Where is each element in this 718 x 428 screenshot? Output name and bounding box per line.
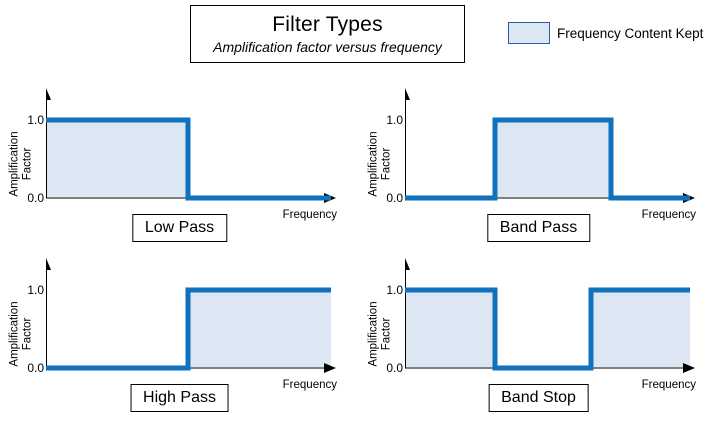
filter-response-plot-band-stop — [405, 258, 695, 373]
passband-fill — [46, 120, 188, 198]
y-tick-low: 0.0 — [386, 361, 403, 375]
passband-fill-high — [591, 290, 690, 368]
y-tick-low: 0.0 — [27, 191, 44, 205]
response-curve — [405, 117, 690, 201]
legend-label: Frequency Content Kept — [557, 25, 704, 41]
y-tick-high: 1.0 — [386, 283, 403, 297]
passband-fill — [188, 290, 331, 368]
x-axis-label: Frequency — [641, 209, 696, 221]
plot-area-band-pass — [405, 88, 695, 218]
passband-fill-low — [405, 290, 495, 368]
chart-title-band-pass: Band Pass — [486, 214, 591, 242]
chart-panel-high-pass: Amplification Factor 1.0 0.0 Frequency H… — [0, 258, 359, 428]
response-curve — [46, 117, 331, 201]
y-axis-arrow-icon — [46, 88, 51, 100]
chart-title-band-stop: Band Stop — [488, 384, 589, 412]
y-tick-low: 0.0 — [386, 191, 403, 205]
x-axis-label: Frequency — [282, 209, 337, 221]
y-tick-low: 0.0 — [27, 361, 44, 375]
y-axis-arrow-icon — [46, 258, 51, 270]
x-axis-arrow-icon — [683, 363, 695, 373]
y-tick-high: 1.0 — [27, 283, 44, 297]
legend: Frequency Content Kept — [508, 22, 703, 44]
x-axis-label: Frequency — [282, 379, 337, 391]
chart-panel-band-pass: Amplification Factor 1.0 0.0 Frequency B… — [359, 88, 718, 258]
y-axis-ticks: 1.0 0.0 — [371, 88, 403, 218]
y-axis-ticks: 1.0 0.0 — [371, 258, 403, 388]
plot-area-band-stop — [405, 258, 695, 388]
chart-title-low-pass: Low Pass — [131, 214, 228, 242]
page-title: Filter Types — [272, 12, 383, 36]
y-tick-high: 1.0 — [386, 113, 403, 127]
x-axis-label: Frequency — [641, 379, 696, 391]
legend-swatch-frequency-content-kept — [508, 22, 550, 44]
plot-area-high-pass — [46, 258, 336, 388]
response-curve — [405, 287, 690, 371]
filter-response-plot-band-pass — [405, 88, 695, 203]
x-axis-arrow-icon — [324, 363, 336, 373]
plot-area-low-pass — [46, 88, 336, 218]
page-subtitle: Amplification factor versus frequency — [213, 38, 442, 55]
header: Filter Types Amplification factor versus… — [0, 0, 718, 88]
filter-response-plot-high-pass — [46, 258, 336, 373]
filter-response-plot-low-pass — [46, 88, 336, 203]
y-axis-ticks: 1.0 0.0 — [12, 88, 44, 218]
title-box: Filter Types Amplification factor versus… — [190, 5, 465, 63]
chart-panel-low-pass: Amplification Factor 1.0 0.0 Frequency L… — [0, 88, 359, 258]
chart-title-high-pass: High Pass — [130, 384, 229, 412]
y-axis-arrow-icon — [405, 88, 410, 100]
y-axis-ticks: 1.0 0.0 — [12, 258, 44, 388]
passband-fill — [495, 120, 611, 198]
y-tick-high: 1.0 — [27, 113, 44, 127]
chart-panel-band-stop: Amplification Factor 1.0 0.0 Frequency B… — [359, 258, 718, 428]
y-axis-arrow-icon — [405, 258, 410, 270]
response-curve — [46, 287, 331, 371]
